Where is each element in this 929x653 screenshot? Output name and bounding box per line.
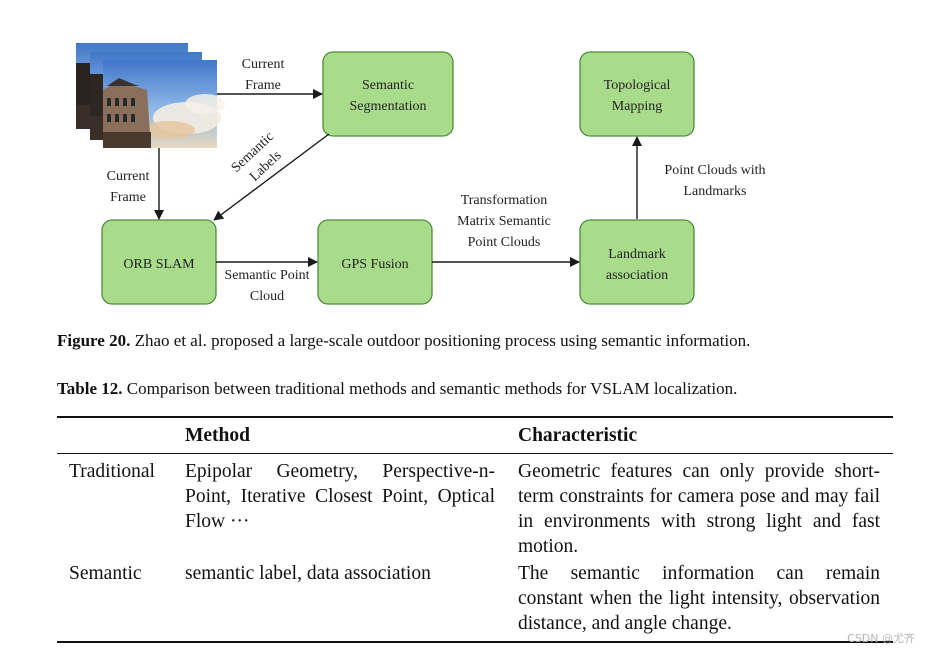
node-topological-mapping-line-1: Topological [604, 78, 671, 93]
input-frames-image [76, 43, 225, 148]
table-row-1-characteristic: Geometric features can only provide shor… [518, 461, 880, 557]
edge-label-semantic-point-cloud-1: Semantic Point [224, 268, 309, 283]
table-caption: Table 12. Comparison between traditional… [57, 379, 737, 399]
node-landmark-association: Landmark association [579, 219, 695, 305]
table-header-characteristic: Characteristic [518, 425, 638, 446]
figure-caption-text: Zhao et al. proposed a large-scale outdo… [130, 331, 751, 350]
table-row-2-characteristic: The semantic information can remain cons… [518, 563, 880, 634]
table-row-1-category: Traditional [69, 461, 155, 482]
edge-label-transformation-1: Transformation [461, 193, 548, 208]
table-bottom-rule [57, 641, 893, 643]
table-caption-text: Comparison between traditional methods a… [122, 379, 738, 398]
node-landmark-association-line-2: association [606, 268, 668, 283]
table-row-2-category: Semantic [69, 563, 142, 584]
node-gps-fusion: GPS Fusion [317, 219, 433, 305]
table-caption-label: Table 12. [57, 379, 123, 398]
figure-caption-label: Figure 20. [57, 331, 131, 350]
arrow-segmentation-to-orb-slam [213, 133, 330, 221]
node-orb-slam-label: ORB SLAM [123, 257, 195, 272]
node-topological-mapping-line-2: Mapping [612, 99, 663, 114]
edge-label-point-clouds-landmarks-1: Point Clouds with [664, 163, 765, 178]
node-orb-slam: ORB SLAM [101, 219, 217, 305]
node-semantic-segmentation-line-1: Semantic [362, 78, 414, 93]
table-row-1-method: Epipolar Geometry, Perspective-n-Point, … [185, 461, 495, 532]
edge-label-current-frame-top-2: Frame [245, 78, 281, 93]
pipeline-diagram: Semantic Segmentation Topological Mappin… [76, 43, 766, 305]
table-top-rule [57, 416, 893, 418]
node-landmark-association-line-1: Landmark [608, 247, 666, 262]
table-header-method: Method [185, 425, 250, 446]
node-topological-mapping: Topological Mapping [579, 51, 695, 137]
edge-label-semantic-point-cloud-2: Cloud [250, 289, 284, 304]
node-semantic-segmentation-line-2: Segmentation [350, 99, 427, 114]
table-row-2-method: semantic label, data association [185, 563, 431, 584]
edge-label-current-frame-left-1: Current [107, 169, 150, 184]
edge-label-current-frame-left-2: Frame [110, 190, 146, 205]
figure-caption: Figure 20. Zhao et al. proposed a large-… [57, 331, 750, 351]
node-semantic-segmentation: Semantic Segmentation [322, 51, 454, 137]
edge-label-current-frame-top-1: Current [242, 57, 285, 72]
edge-label-transformation-3: Point Clouds [468, 235, 541, 250]
node-gps-fusion-label: GPS Fusion [341, 257, 408, 272]
table-header-rule [57, 453, 893, 454]
edge-label-semantic-labels: Semantic Labels [229, 129, 285, 184]
edge-label-transformation-2: Matrix Semantic [457, 214, 551, 229]
edge-label-point-clouds-landmarks-2: Landmarks [684, 184, 747, 199]
csdn-watermark: CSDN @尤齐 [847, 632, 915, 645]
